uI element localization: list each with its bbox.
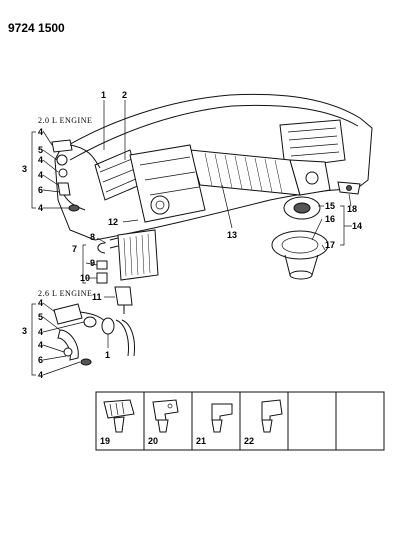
callout-4: 4 — [38, 340, 43, 350]
callout-2: 2 — [122, 90, 127, 100]
blower-motor-assembly — [271, 181, 361, 280]
callout-12: 12 — [108, 217, 118, 227]
clip-19-icon — [103, 399, 135, 433]
callout-8: 8 — [90, 232, 95, 242]
callout-16: 16 — [325, 214, 335, 224]
panel-label-22: 22 — [244, 436, 254, 446]
callout-3: 3 — [22, 164, 27, 174]
callout-1: 1 — [101, 90, 106, 100]
callout-6: 6 — [38, 355, 43, 365]
panel-label-19: 19 — [100, 436, 110, 446]
leader-lines — [31, 100, 352, 376]
callout-5: 5 — [38, 145, 43, 155]
callout-11: 11 — [92, 292, 102, 302]
callout-5: 5 — [38, 312, 43, 322]
detail-panels: 19 20 21 22 — [95, 391, 385, 451]
callout-4: 4 — [38, 327, 43, 337]
callout-4: 4 — [38, 203, 43, 213]
panel-label-20: 20 — [148, 436, 158, 446]
heater-duct-assembly — [129, 144, 331, 223]
callout-17: 17 — [325, 240, 335, 250]
callout-3: 3 — [22, 326, 27, 336]
instrument-panel-illustration — [54, 93, 373, 241]
callout-10: 10 — [80, 273, 90, 283]
callout-14: 14 — [352, 221, 362, 231]
callout-7: 7 — [72, 244, 77, 254]
document-number: 9724 1500 — [8, 21, 65, 35]
callout-13: 13 — [227, 230, 237, 240]
callout-6: 6 — [38, 185, 43, 195]
callout-18: 18 — [347, 204, 357, 214]
engine-label-2-6: 2.6 L ENGINE — [38, 289, 92, 298]
callout-1: 1 — [105, 350, 110, 360]
engine-2-0-hoses: 2.0 L ENGINE — [38, 116, 101, 212]
engine-2-6-hoses: 2.6 L ENGINE — [38, 289, 135, 366]
clip-20-icon — [152, 399, 179, 433]
callout-4: 4 — [38, 170, 43, 180]
engine-label-2-0: 2.0 L ENGINE — [38, 116, 92, 125]
clip-21-icon — [211, 403, 233, 433]
callout-4: 4 — [38, 370, 43, 380]
callout-15: 15 — [325, 201, 335, 211]
callout-numbers: 1 2 4 5 4 3 4 6 4 12 8 7 9 10 11 13 15 1… — [22, 90, 362, 380]
clip-22-icon — [261, 399, 283, 433]
heater-core — [96, 229, 159, 314]
callout-9: 9 — [90, 258, 95, 268]
callout-4: 4 — [38, 155, 43, 165]
callout-4: 4 — [38, 298, 43, 308]
callout-4: 4 — [38, 127, 43, 137]
panel-label-21: 21 — [196, 436, 206, 446]
